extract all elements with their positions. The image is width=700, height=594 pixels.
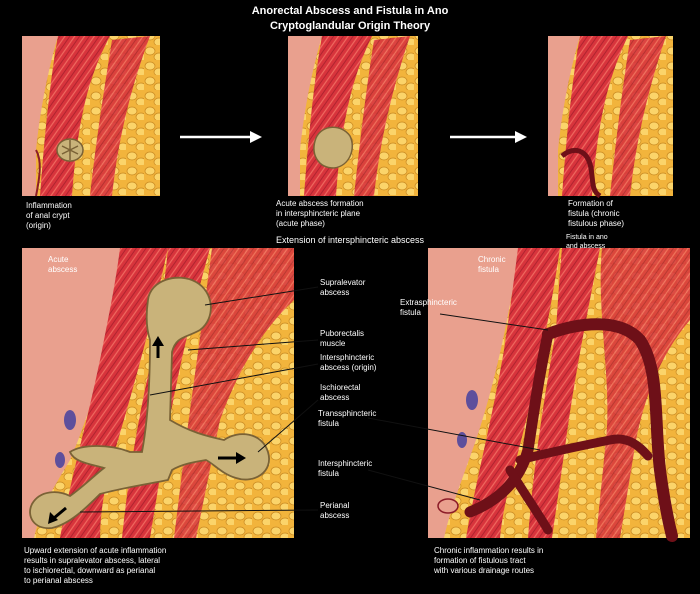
down-left-arrow-icon [48,506,67,524]
svg-text:Transsphincteric: Transsphincteric [318,409,376,418]
svg-text:Inflammation: Inflammation [26,201,72,210]
svg-text:abscess: abscess [320,288,349,297]
svg-text:Supralevator: Supralevator [320,278,366,287]
right-panel-leader-lines [367,313,549,501]
left-panel-leader-lines [79,286,319,513]
left-panel-heading: Acute abscess [48,255,77,274]
svg-text:Upward extension of acute infl: Upward extension of acute inflammation [24,546,166,555]
svg-text:abscess: abscess [48,265,77,274]
right-panel-label-extrasphincteric: Extrasphincteric fistula [400,298,457,317]
title-line-2: Cryptoglandular Origin Theory [270,20,431,32]
svg-text:Intersphincteric: Intersphincteric [320,353,374,362]
title-line-1: Anorectal Abscess and Fistula in Ano [252,5,449,17]
svg-text:and abscess: and abscess [566,243,606,250]
right-panel-label-transsphincteric: Transsphincteric fistula [318,409,376,428]
svg-text:Ischiorectal: Ischiorectal [320,383,361,392]
left-panel-label-puborectalis: Puborectalis muscle [320,329,364,348]
svg-text:results in supralevator absces: results in supralevator abscess, lateral [24,556,160,565]
svg-text:fistula: fistula [478,265,499,274]
svg-text:fistula (chronic: fistula (chronic [568,209,620,218]
svg-text:of anal crypt: of anal crypt [26,211,70,220]
svg-text:abscess (origin): abscess (origin) [320,363,377,372]
left-panel-label-perianal: Perianal abscess [320,501,350,520]
svg-text:fistula: fistula [318,469,339,478]
svg-text:Perianal: Perianal [320,501,350,510]
svg-text:(acute phase): (acute phase) [276,219,325,228]
top-panel-caption: Formation of fistula (chronic fistulous … [568,199,624,228]
arrow-right-icon [450,131,527,143]
svg-text:(origin): (origin) [26,221,51,230]
top-panel-acute-abscess [288,36,418,196]
svg-text:Formation of: Formation of [568,199,614,208]
svg-text:to perianal abscess: to perianal abscess [24,576,93,585]
svg-text:Chronic: Chronic [478,255,506,264]
top-right-note: Fistula in ano and abscess [566,234,608,250]
left-panel-label-ischiorectal: Ischiorectal abscess [320,383,361,402]
svg-text:Puborectalis: Puborectalis [320,329,364,338]
right-arrow-icon [218,452,246,464]
svg-text:formation of fistulous tract: formation of fistulous tract [434,556,526,565]
svg-text:to ischiorectal, downward as p: to ischiorectal, downward as perianal [24,566,155,575]
left-panel-acute-abscess [22,248,294,538]
svg-text:in intersphincteric plane: in intersphincteric plane [276,209,361,218]
svg-text:abscess: abscess [320,511,349,520]
left-panel-label-intersphincteric: Intersphincteric abscess (origin) [320,353,377,372]
arrow-right-icon [180,131,262,143]
top-panel-caption: Acute abscess formation in intersphincte… [276,199,364,228]
svg-text:Intersphincteric: Intersphincteric [318,459,372,468]
svg-text:fistulous phase): fistulous phase) [568,219,624,228]
svg-text:fistula: fistula [318,419,339,428]
middle-heading: Extension of intersphincteric abscess [276,235,425,245]
svg-text:abscess: abscess [320,393,349,402]
right-panel-caption: Chronic inflammation results in formatio… [433,546,543,575]
up-arrow-icon [152,336,164,358]
top-panel-fistula-formation [548,36,673,199]
diagram-title: Anorectal Abscess and Fistula in Ano Cry… [252,5,449,32]
top-panel-caption: Inflammation of anal crypt (origin) [26,201,72,230]
left-panel-caption: Upward extension of acute inflammation r… [24,546,166,585]
right-panel-label-intersphincteric: Intersphincteric fistula [318,459,372,478]
svg-text:muscle: muscle [320,339,346,348]
top-panel-crypt-inflammation [22,36,160,197]
left-panel-label-supralevator: Supralevator abscess [320,278,366,297]
svg-text:Extrasphincteric: Extrasphincteric [400,298,457,307]
right-panel-heading: Chronic fistula [478,255,506,274]
svg-text:Chronic inflammation results i: Chronic inflammation results in [434,546,543,555]
svg-text:Acute abscess formation: Acute abscess formation [276,199,364,208]
right-panel-chronic-fistula [428,248,690,542]
svg-text:Acute: Acute [48,255,69,264]
svg-text:fistula: fistula [400,308,421,317]
svg-text:Fistula in ano: Fistula in ano [566,234,608,241]
svg-text:with various drainage routes: with various drainage routes [433,566,534,575]
